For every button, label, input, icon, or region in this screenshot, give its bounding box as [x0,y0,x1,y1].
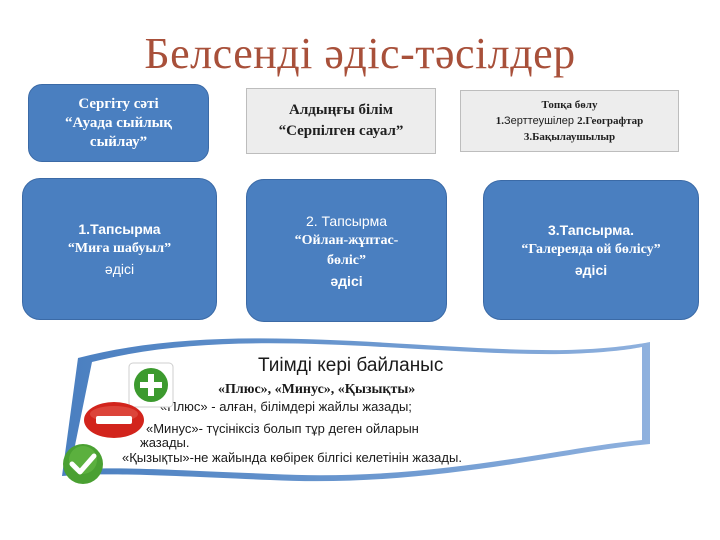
feedback-subheading: «Плюс», «Минус», «Қызықты» [218,382,416,397]
warmup-title: Сергіту сәті [78,95,159,112]
warmup-name-line1: “Ауада сыйлық [64,114,172,131]
grouping-group1: Зерттеушілер [504,115,578,127]
grouping-num: 1. [495,115,504,127]
plus-description: «Плюс» - алған, білімдері жайлы жазады; [160,399,412,414]
warmup-name-line2: сыйлау” [89,133,148,150]
prior-knowledge-title: Алдыңғы білім [289,102,393,118]
feedback-heading: Тиімді кері байланыс [258,355,444,376]
prior-knowledge-method: “Серпілген сауал” [278,123,404,139]
grouping-title: Топқа бөлу [541,99,598,111]
check-icon [63,444,103,484]
task3-title: 3.Тапсырма. [547,222,635,238]
task2-method-line2: бөліс” [327,252,366,268]
task2-method-line1: “Ойлан-жұптас- [294,232,399,248]
slide-title: Белсенді әдіс-тәсілдер [144,29,576,78]
task2-suffix: әдісі [330,272,363,289]
interesting-description: «Қызықты»-не жайында көбірек білгісі кел… [122,450,462,465]
grouping-groups-line1: 1.Зерттеушілер 2.Географтар [496,113,644,129]
minus-description-line2: жазады. [140,435,190,450]
task1-suffix: әдісі [104,261,135,277]
grouping-group2: 2.Географтар [577,115,644,127]
task3-method: “Галереяда ой бөлісу” [521,242,661,257]
task2-box[interactable]: 2. Тапсырма “Ойлан-жұптас- бөліс” әдісі [246,179,447,322]
minus-icon [84,402,144,438]
task3-box[interactable]: 3.Тапсырма. “Галереяда ой бөлісу” әдісі [483,180,699,320]
warmup-box[interactable]: Сергіту сәті “Ауада сыйлық сыйлау” [28,84,209,162]
task1-title: 1.Тапсырма [78,221,161,237]
prior-knowledge-box[interactable]: Алдыңғы білім “Серпілген сауал” [246,88,436,154]
task1-box[interactable]: 1.Тапсырма “Миға шабуыл” әдісі [22,178,217,320]
task1-method: “Миға шабуыл” [67,241,172,256]
plus-icon [128,362,174,408]
grouping-box[interactable]: Топқа бөлу 1.Зерттеушілер 2.Географтар 3… [460,90,679,152]
grouping-group3: 3.Бақылаушылыр [523,131,616,143]
task3-suffix: әдісі [574,262,608,278]
minus-description-line1: «Минус»- түсініксіз болып тұр деген ойла… [146,421,419,436]
task2-title: 2. Тапсырма [305,212,388,229]
